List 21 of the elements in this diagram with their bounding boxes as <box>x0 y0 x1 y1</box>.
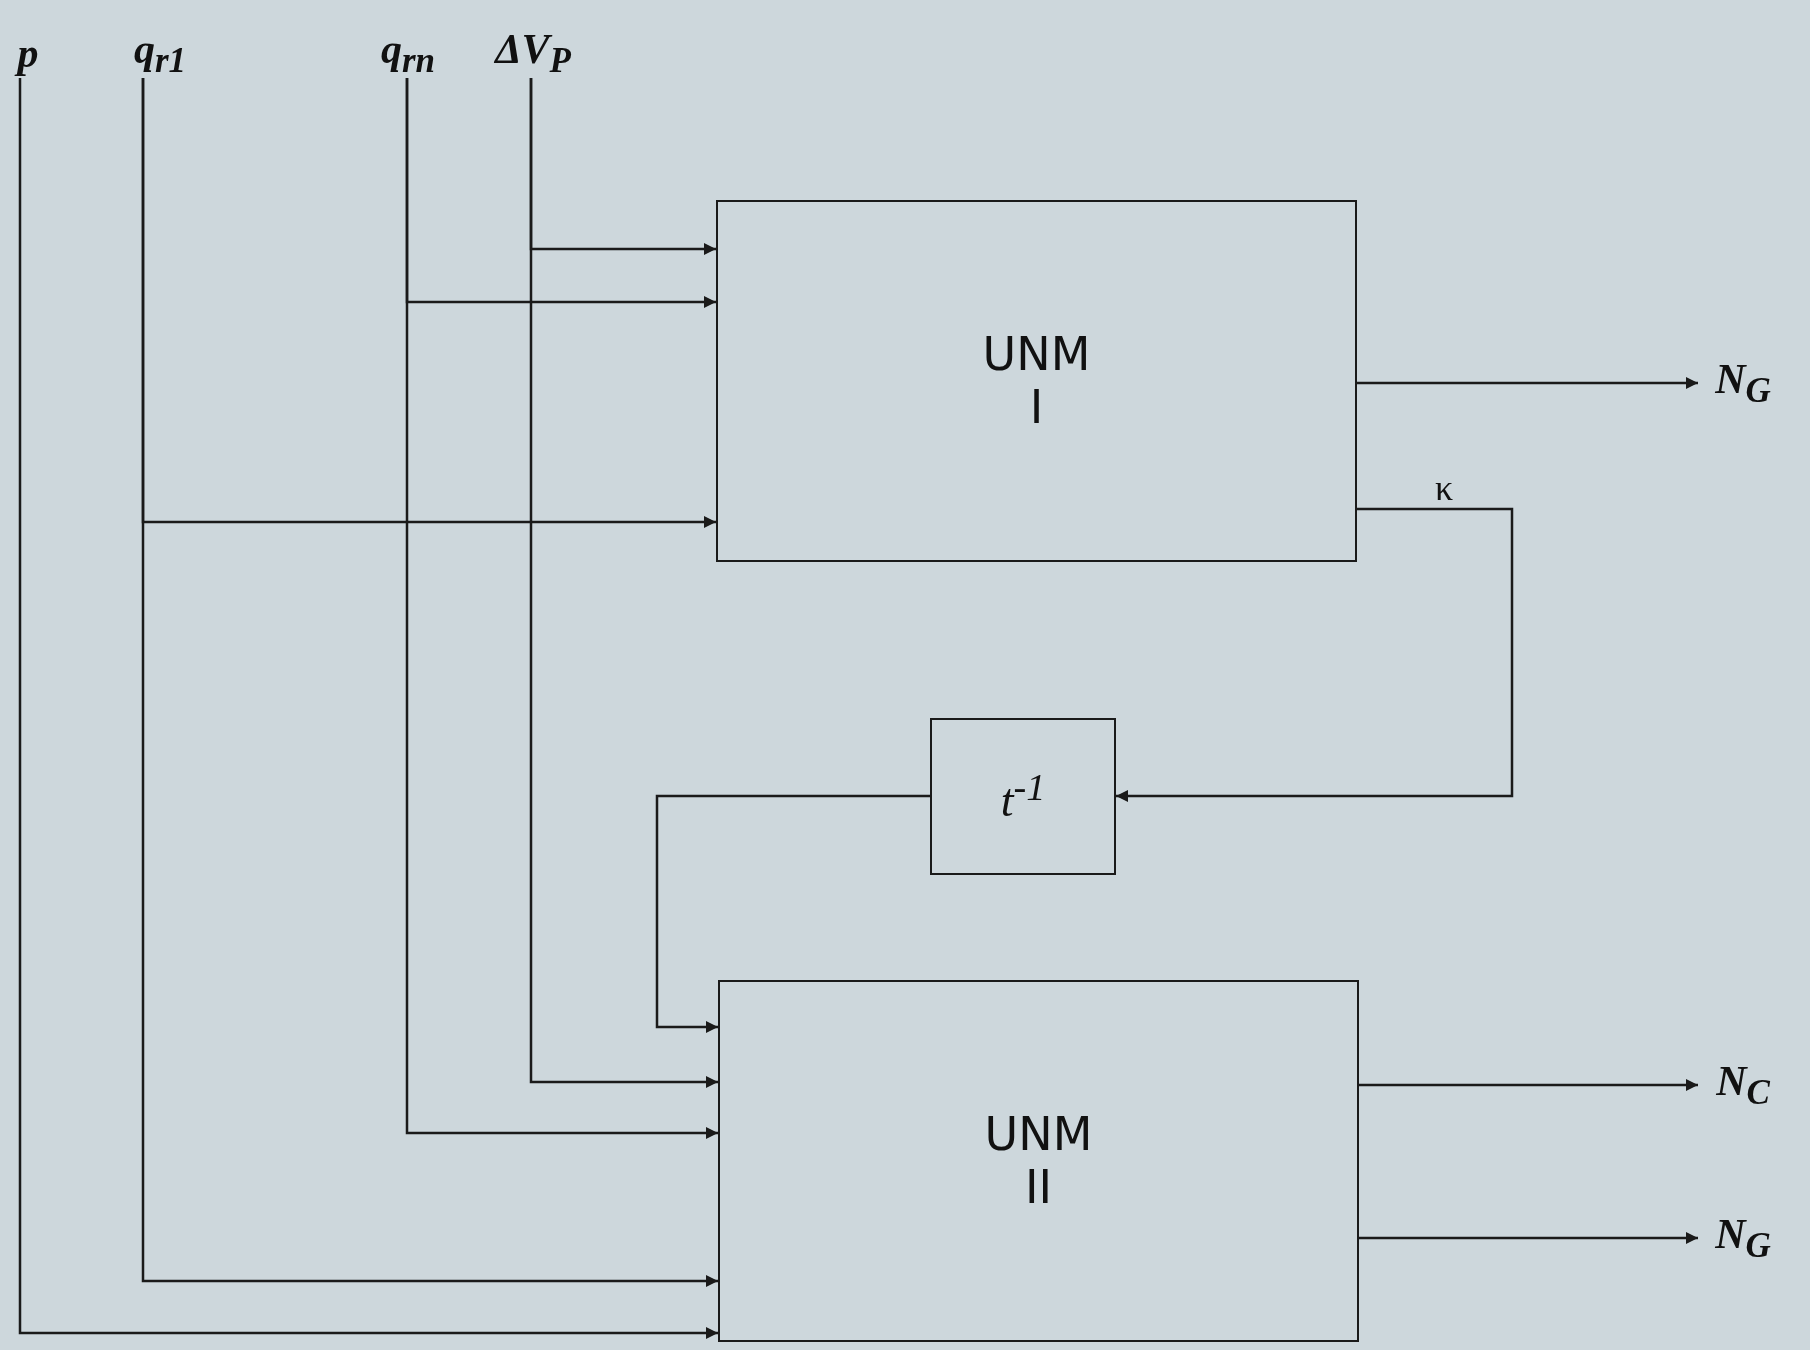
variable-label: N$_{C}$ <box>1716 1059 1770 1111</box>
block-box <box>716 200 1357 562</box>
connector-arrow <box>141 78 718 1287</box>
block-label: UNM I <box>982 328 1091 434</box>
variable-label: N$_{G}$ <box>1715 1212 1771 1264</box>
connector-arrow <box>1359 1079 1698 1091</box>
block-box <box>930 718 1116 875</box>
variable-label: q$_{rn}$ <box>380 27 436 79</box>
variable-label: ΔV$_{P}$ <box>495 27 571 79</box>
connector-arrow <box>529 78 718 1088</box>
connector-arrow <box>405 78 718 1139</box>
connector-arrow <box>1359 1232 1698 1244</box>
block-label: UNM II <box>984 1108 1093 1214</box>
block-box <box>718 980 1359 1342</box>
connector-arrow <box>1116 507 1514 802</box>
connector-arrow <box>18 78 718 1339</box>
connector-arrow <box>655 794 930 1033</box>
variable-label: N$_{G}$ <box>1715 357 1771 409</box>
variable-label: q$_{r1}$ <box>133 27 187 79</box>
connector-arrow <box>1357 377 1698 389</box>
block-label: t$^{-1}$ <box>1000 765 1046 828</box>
